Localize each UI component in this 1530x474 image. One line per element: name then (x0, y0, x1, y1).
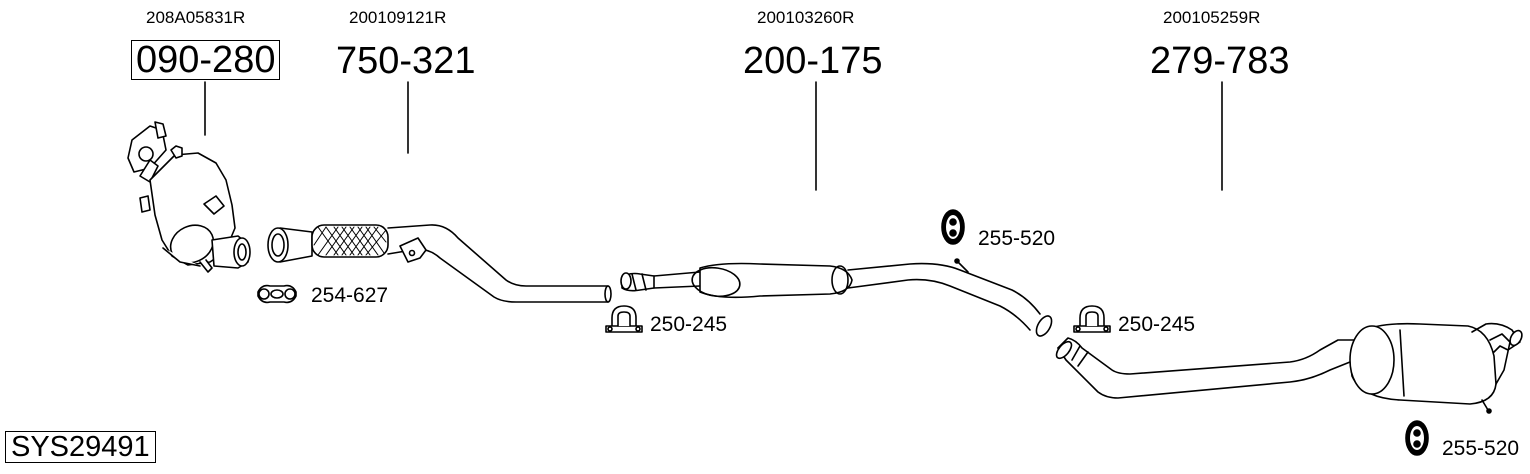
rubber-hanger-255-520-a-icon[interactable] (941, 209, 965, 245)
accessory-label-254-627[interactable]: 254-627 (311, 284, 389, 307)
clamp-254-627-icon[interactable] (257, 284, 297, 304)
accessory-label-250-245-a[interactable]: 250-245 (650, 313, 728, 336)
middle-silencer-part[interactable] (620, 258, 1055, 339)
oem-number-catalyst: 208A05831R (146, 8, 246, 27)
leader-lines (204, 81, 1223, 191)
u-clamp-250-245-a-icon[interactable] (605, 305, 643, 333)
accessory-label-250-245-b[interactable]: 250-245 (1118, 313, 1196, 336)
part-number-middle-silencer[interactable]: 200-175 (743, 40, 883, 82)
part-number-catalyst[interactable]: 090-280 (131, 40, 281, 80)
accessory-label-255-520-b[interactable]: 255-520 (1442, 437, 1520, 460)
part-number-front-pipe[interactable]: 750-321 (336, 40, 476, 82)
system-code: SYS29491 (5, 431, 156, 463)
oem-number-rear-silencer: 200105259R (1163, 8, 1261, 27)
part-number-rear-silencer[interactable]: 279-783 (1150, 40, 1290, 82)
front-pipe-part[interactable] (267, 224, 612, 303)
catalyst-part[interactable] (127, 121, 251, 273)
oem-number-middle-silencer: 200103260R (757, 8, 855, 27)
rear-silencer-part[interactable] (1054, 322, 1525, 414)
u-clamp-250-245-b-icon[interactable] (1073, 305, 1111, 333)
accessory-label-255-520-a[interactable]: 255-520 (978, 227, 1056, 250)
rubber-hanger-255-520-b-icon[interactable] (1405, 420, 1429, 456)
oem-number-front-pipe: 200109121R (349, 8, 447, 27)
